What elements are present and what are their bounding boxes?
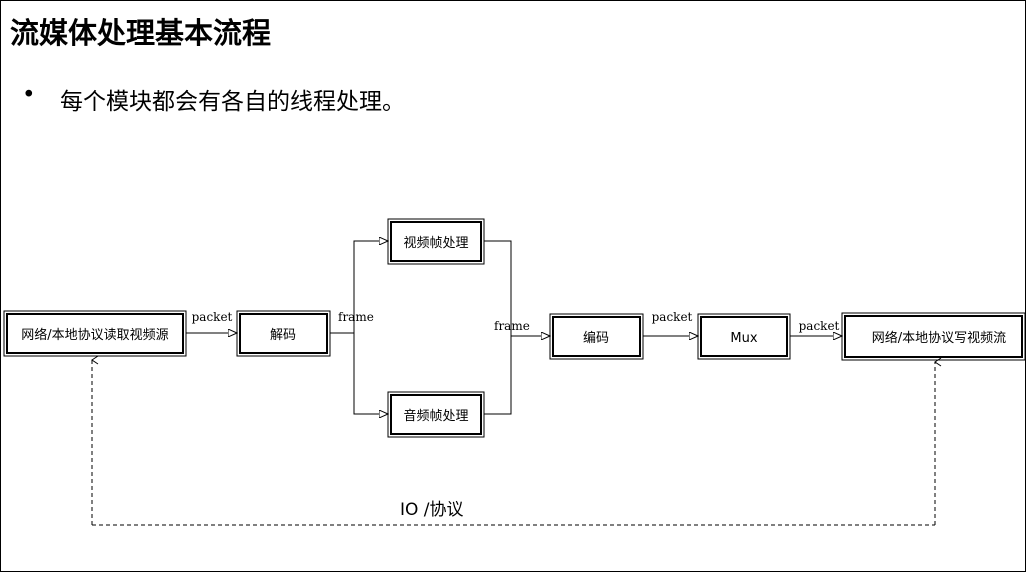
node-encode-label: 编码 bbox=[583, 331, 609, 346]
node-decode-label: 解码 bbox=[270, 328, 296, 343]
io-protocol-label: IO /协议 bbox=[400, 500, 464, 520]
bullet-text: 每个模块都会有各自的线程处理。 bbox=[60, 89, 405, 115]
edge-packet-mux-label: packet bbox=[652, 310, 693, 324]
node-decode: 解码 bbox=[236, 310, 331, 357]
node-sink: 网络/本地协议写视频流 bbox=[841, 312, 1026, 361]
node-audio: 音频帧处理 bbox=[387, 391, 485, 438]
edge-frame-split-label: frame bbox=[338, 310, 374, 324]
edge-encode-mux: packet bbox=[643, 310, 698, 336]
node-source-label: 网络/本地协议读取视频源 bbox=[21, 327, 168, 343]
edge-packet-out-label: packet bbox=[799, 319, 840, 333]
node-source: 网络/本地协议读取视频源 bbox=[3, 310, 187, 357]
edge-packet-in-label: packet bbox=[192, 310, 233, 324]
edge-source-decode: packet bbox=[186, 310, 237, 333]
node-sink-label: 网络/本地协议写视频流 bbox=[872, 330, 1006, 346]
node-audio-label: 音频帧处理 bbox=[403, 408, 468, 424]
io-loop: IO /协议 bbox=[91, 355, 942, 526]
node-encode: 编码 bbox=[549, 313, 644, 360]
node-mux-label: Mux bbox=[730, 331, 757, 346]
node-video: 视频帧处理 bbox=[387, 218, 485, 265]
edge-mux-sink: packet bbox=[790, 319, 842, 336]
node-video-label: 视频帧处理 bbox=[403, 236, 468, 251]
bullet-marker: • bbox=[22, 82, 36, 108]
node-mux: Mux bbox=[697, 313, 791, 360]
slide-title: 流媒体处理基本流程 bbox=[10, 16, 272, 50]
edge-join-encode: frame bbox=[484, 240, 550, 415]
edge-decode-split: frame bbox=[330, 241, 388, 414]
edge-frame-join-label: frame bbox=[494, 319, 530, 333]
